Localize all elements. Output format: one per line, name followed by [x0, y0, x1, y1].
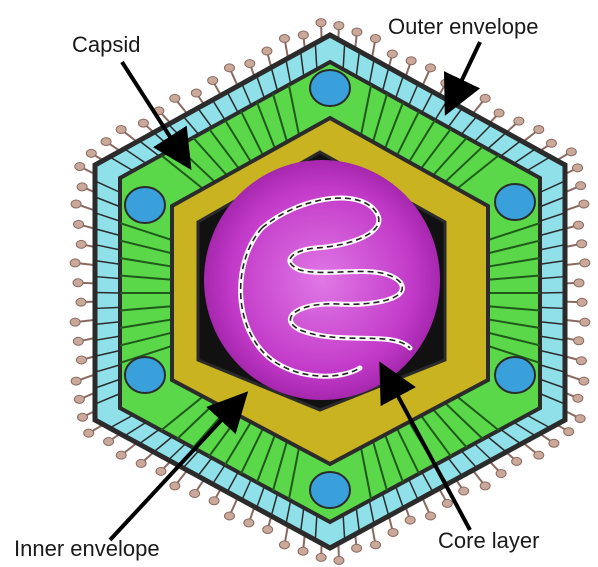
outer-envelope-label: Outer envelope [388, 14, 538, 39]
core-layer-label: Core layer [438, 528, 539, 553]
inner-envelope-label: Inner envelope [14, 536, 160, 561]
capsid-label: Capsid [72, 32, 140, 57]
outer-envelope-arrow [450, 42, 480, 105]
